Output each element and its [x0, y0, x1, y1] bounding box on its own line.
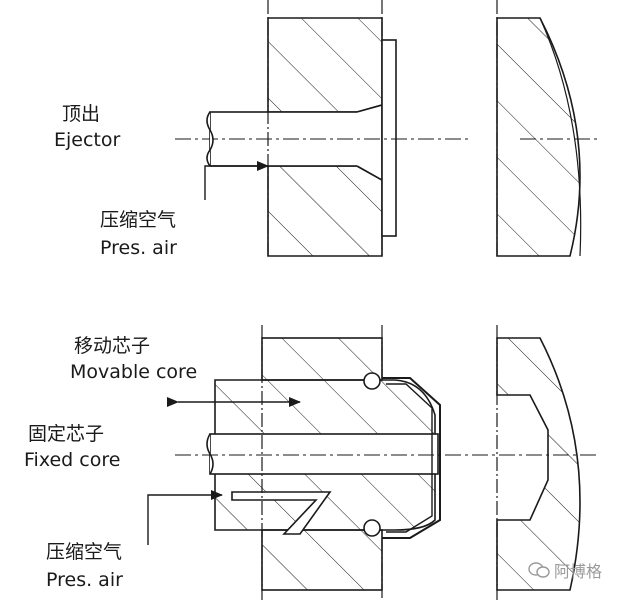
mold-block-left-lower — [267, 165, 383, 257]
wechat-icon — [528, 562, 550, 578]
ejector-pin-head — [356, 103, 383, 182]
label-air-cn-top: 压缩空气 — [100, 209, 177, 231]
upper-mold — [261, 337, 383, 381]
ejector-assembly — [175, 0, 600, 257]
fixed-core — [209, 433, 439, 475]
label-air-en-bottom: Pres. air — [46, 569, 123, 591]
cavity-block-right — [496, 17, 581, 257]
label-fixed-core-en: Fixed core — [24, 449, 121, 471]
molded-part — [382, 377, 441, 539]
air-channel — [231, 491, 332, 535]
ejector-plate — [381, 39, 397, 237]
label-ejector-en: Ejector — [54, 129, 121, 151]
air-arrow-top — [204, 161, 269, 200]
lower-mold — [261, 529, 383, 591]
label-air-en-top: Pres. air — [100, 237, 177, 259]
label-movable-core-cn: 移动芯子 — [74, 335, 151, 357]
air-arrow-bottom — [147, 490, 223, 545]
watermark-text: 阿博格 — [554, 562, 603, 581]
label-air-cn-bottom: 压缩空气 — [46, 541, 123, 563]
label-fixed-core-cn: 固定芯子 — [28, 423, 105, 445]
core-assembly — [147, 325, 600, 600]
cavity-block-right-bottom — [496, 337, 581, 591]
watermark: 阿博格 — [528, 558, 602, 582]
label-ejector-cn: 顶出 — [62, 103, 101, 125]
label-movable-core-en: Movable core — [70, 361, 198, 383]
mold-block-left — [267, 17, 383, 113]
